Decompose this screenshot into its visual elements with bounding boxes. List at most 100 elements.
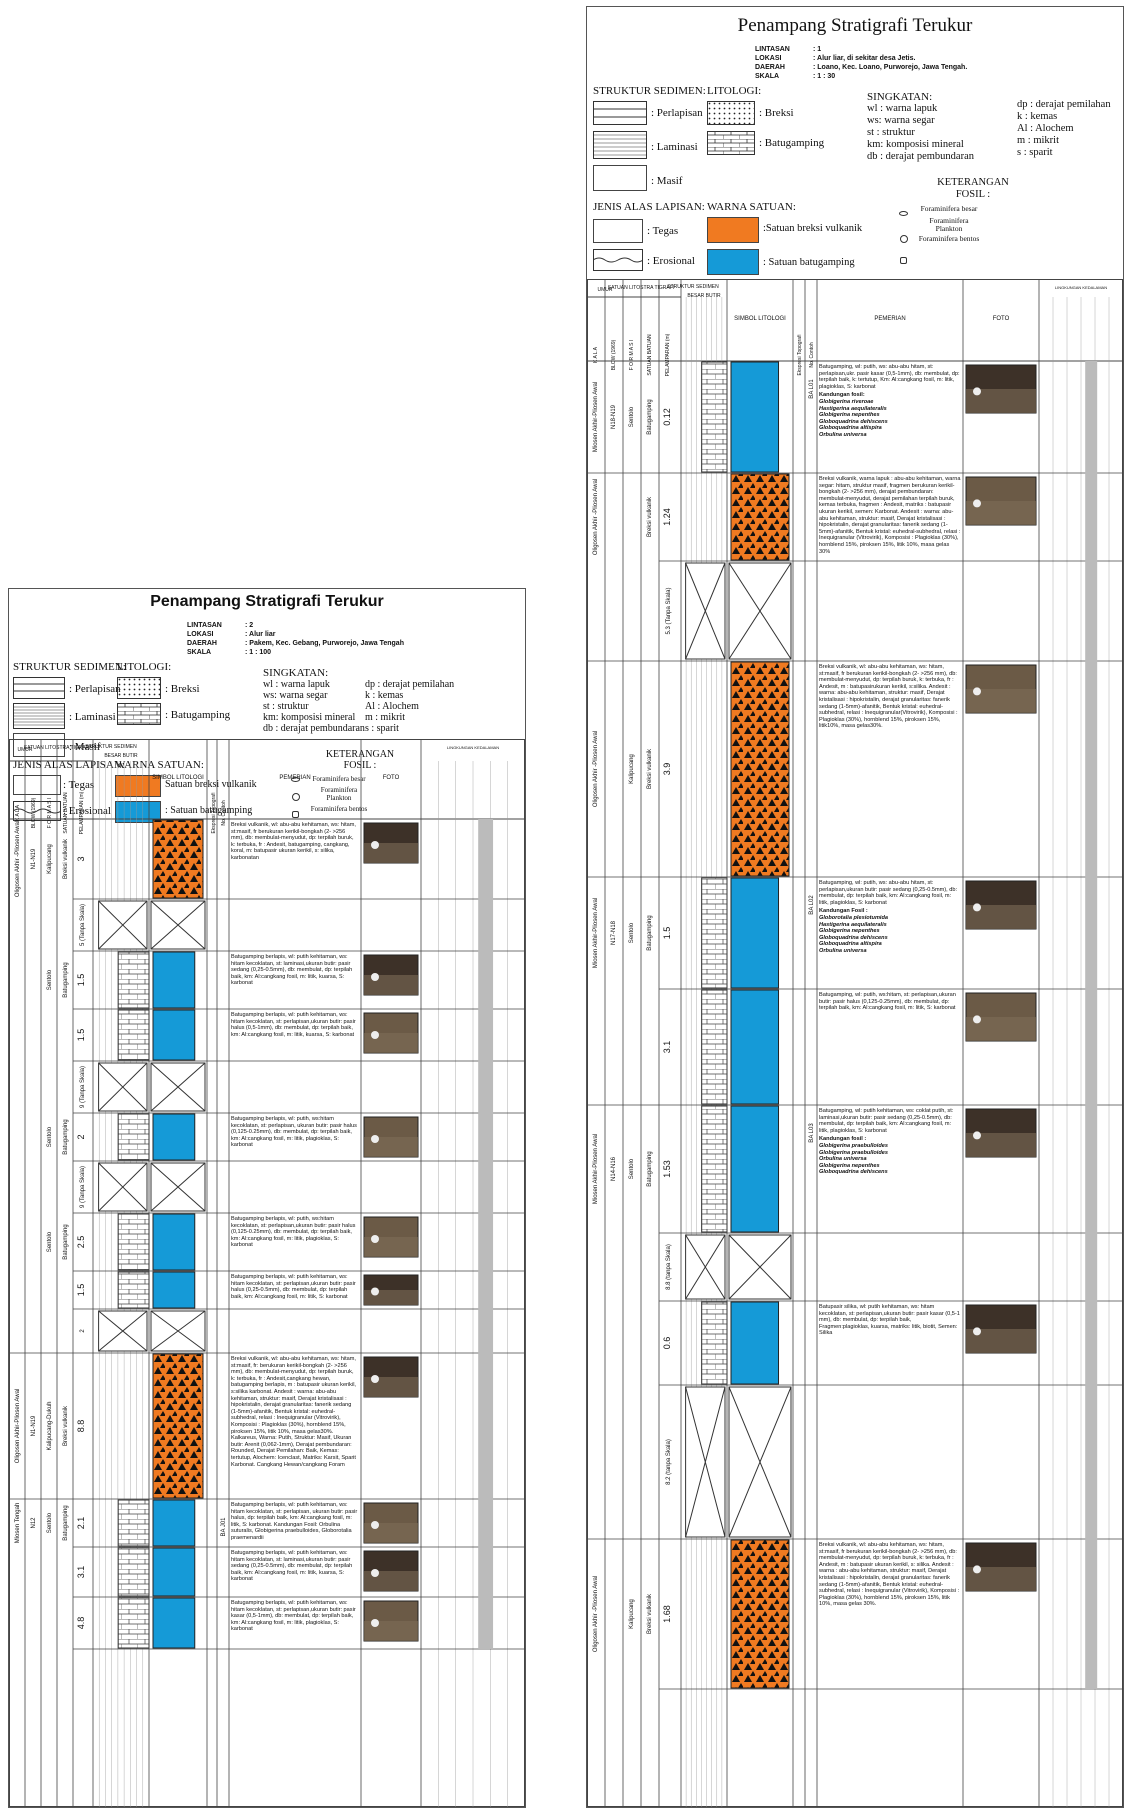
batugamping-symbol xyxy=(152,1113,196,1161)
batugamping-structure-column xyxy=(117,951,150,1009)
singkatan-item: dp : derajat pemilahan xyxy=(365,679,455,690)
batugamping-structure-column xyxy=(117,1271,150,1309)
row-thickness: 1.53 xyxy=(662,1160,672,1178)
header-blow: BLOW (1969) xyxy=(611,339,617,370)
header-besar-butir: BESAR BUTIR xyxy=(104,753,138,759)
singkatan-item: m : mikrit xyxy=(1017,135,1059,146)
fossil-name: Globoquadrina dehiscens xyxy=(819,934,888,941)
legend-breksi: : Breksi xyxy=(165,683,200,695)
description-box: Breksi vulkanik, wl: abu-abu kehitaman, … xyxy=(231,822,356,861)
singkatan-item: km: komposisi mineral xyxy=(867,139,964,150)
description-box: Batugamping berlapis, wl: putih kehitama… xyxy=(231,1274,356,1300)
breksi-color-swatch xyxy=(115,775,161,797)
row-thickness: 9 (Tanpa Skala) xyxy=(80,1166,86,1208)
breksi-pattern-swatch xyxy=(707,101,755,125)
fosil-item: Foraminifera Plankton xyxy=(320,786,358,802)
header-satuan: SATUAN LITOSTRA TIGRAFI xyxy=(608,285,674,291)
missing-section-cross xyxy=(685,562,726,660)
scale-coin-icon xyxy=(371,1521,379,1529)
row-kala: Miosen Akhir-Pliosen Awal xyxy=(593,898,599,968)
fosil-item: Foraminifera bentos xyxy=(310,805,368,813)
header-lingkungan: LINGKUNGAN KEDALAMAN xyxy=(447,745,499,750)
header-pelamparan: PELAMPARAN (m) xyxy=(79,791,85,834)
batugamping-symbol xyxy=(152,1271,196,1309)
description-box: Batugamping berlapis, wl: putih kehitama… xyxy=(231,1550,352,1582)
batugamping-symbol xyxy=(152,1597,196,1649)
legend-laminasi: : Laminasi xyxy=(651,141,698,153)
environment-bar xyxy=(478,1309,494,1353)
row-blow: N1-N19 xyxy=(31,848,37,869)
perlapisan-swatch xyxy=(593,101,647,125)
row-kala: Oligosen Akhir -Pliosen Awal xyxy=(593,731,599,807)
info-key: LINTASAN xyxy=(755,46,790,53)
row-description: Batugamping berlapis, wl: putih kehitama… xyxy=(231,1600,356,1633)
row-satuan-batuan: Batugamping xyxy=(647,1151,653,1186)
row-description: Batugamping, wl: putih, ws:hitam, st: pe… xyxy=(819,992,956,1012)
legend-batugamping: : Batugamping xyxy=(759,137,825,149)
legend-warna-header: WARNA SATUAN: xyxy=(707,201,796,213)
batugamping-symbol xyxy=(730,361,780,473)
fossil-name: Hastigerina aequilateralis xyxy=(819,921,887,928)
laminasi-swatch xyxy=(593,131,647,159)
row-kala: Oligosen Akhir -Pliosen Awal xyxy=(15,821,21,897)
environment-bar xyxy=(478,951,494,1009)
row-blow: N18-N19 xyxy=(611,404,617,429)
singkatan-item: db : derajat pembundaran xyxy=(867,151,974,162)
environment-bar xyxy=(478,1161,494,1213)
row-thickness: 0.6 xyxy=(662,1337,672,1350)
gamping-color-swatch xyxy=(707,249,759,275)
singkatan-item: wl : warna lapuk xyxy=(263,679,330,690)
missing-section-cross xyxy=(150,1162,206,1212)
singkatan-item: dp : derajat pemilahan xyxy=(1017,99,1111,110)
scale-coin-icon xyxy=(371,1375,379,1383)
row-sample-number: BA L02 xyxy=(809,895,815,915)
environment-bar xyxy=(1085,561,1098,661)
fossil-name: Orbulina universa xyxy=(819,1156,867,1163)
tegas-swatch xyxy=(13,775,61,795)
header-kala: K A L A xyxy=(593,346,599,363)
info-value: : 1 : 30 xyxy=(813,73,836,80)
header-struktur: STRUKTUR SEDIMEN xyxy=(667,284,719,290)
batugamping-symbol xyxy=(152,1009,196,1061)
description-box: Batugamping berlapis, wl: putih, ws:hita… xyxy=(231,1216,355,1248)
row-thickness: 1.5 xyxy=(76,1284,86,1297)
row-satuan-batuan: Batugamping xyxy=(647,399,653,434)
row-satuan-batuan: Batugamping xyxy=(63,1224,69,1259)
legend-satuan-breksi: :Satuan breksi vulkanik xyxy=(763,223,863,234)
missing-section-cross xyxy=(728,1386,792,1538)
row-formasi: Kalipucang-Dukuh xyxy=(47,1401,53,1450)
foram-plankton-icon xyxy=(900,235,908,243)
fosil-list: Foraminifera besar Foraminifera Plankton… xyxy=(309,775,369,813)
row-thickness: 2 xyxy=(76,1134,86,1139)
description-box: Batugamping, wl: putih, ws: abu-abu hita… xyxy=(819,364,961,438)
fossil-name: Globigerina riveroae xyxy=(819,398,874,405)
singkatan-item: k : kemas xyxy=(1017,111,1058,122)
row-thickness: 2 xyxy=(80,1329,86,1333)
row-kala: Oligosen Akhir-Pliosen Awal xyxy=(15,1389,21,1464)
row-kala: Oligosen Akhir -Pliosen Awal xyxy=(593,1576,599,1652)
table-frame xyxy=(587,279,1123,1807)
header-kala: K A L A xyxy=(15,804,21,821)
row-satuan-batuan: Breksi vulkanik xyxy=(647,748,653,789)
scale-coin-icon xyxy=(973,1565,981,1574)
missing-section-cross xyxy=(150,900,206,950)
breksi-color-swatch xyxy=(707,217,759,243)
description-box: Batugamping berlapis, wl: putih, ws:hita… xyxy=(231,1116,357,1148)
batugamping-structure-column xyxy=(701,361,728,473)
row-thickness: 8.2 (tanpa Skala) xyxy=(666,1439,672,1485)
row-thickness: 1.5 xyxy=(76,974,86,987)
environment-bar xyxy=(478,1353,494,1499)
row-sample-number: BA L03 xyxy=(809,1123,815,1143)
row-kala: Miosen Akhir-Pliosen Awal xyxy=(593,382,599,452)
gamping-color-swatch xyxy=(115,801,161,823)
legend-jenis-header: JENIS ALAS LAPISAN: xyxy=(593,201,705,213)
scale-coin-icon xyxy=(371,1569,379,1577)
environment-bar xyxy=(478,1499,494,1547)
legend-tegas: : Tegas xyxy=(63,779,95,791)
legend-warna-header: WARNA SATUAN: xyxy=(115,759,204,771)
missing-section-cross xyxy=(728,562,792,660)
description-box: Batugamping, wl: putih kehitaman, ws: co… xyxy=(819,1108,953,1175)
row-satuan-batuan: Breksi vulkanik xyxy=(647,1593,653,1634)
